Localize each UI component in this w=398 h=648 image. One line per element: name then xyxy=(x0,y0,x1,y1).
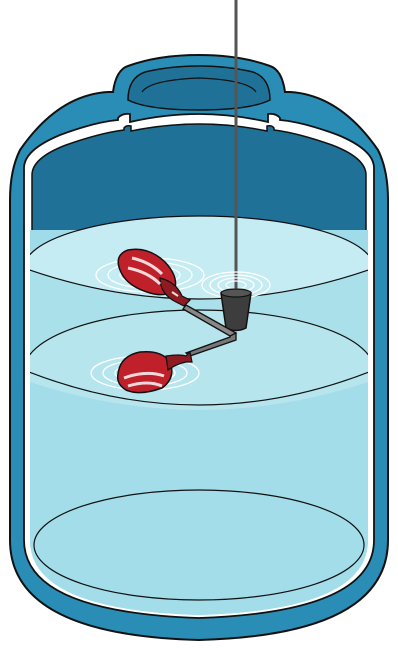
stem-weight-top xyxy=(220,288,252,298)
linkage-arm xyxy=(182,304,238,357)
lower-float xyxy=(90,350,200,394)
stem-weight xyxy=(220,292,252,332)
water xyxy=(30,215,368,615)
tank-neck-top xyxy=(141,77,257,93)
upper-float xyxy=(95,248,205,307)
tank-bottom xyxy=(33,489,365,601)
tank-neck xyxy=(127,65,271,111)
